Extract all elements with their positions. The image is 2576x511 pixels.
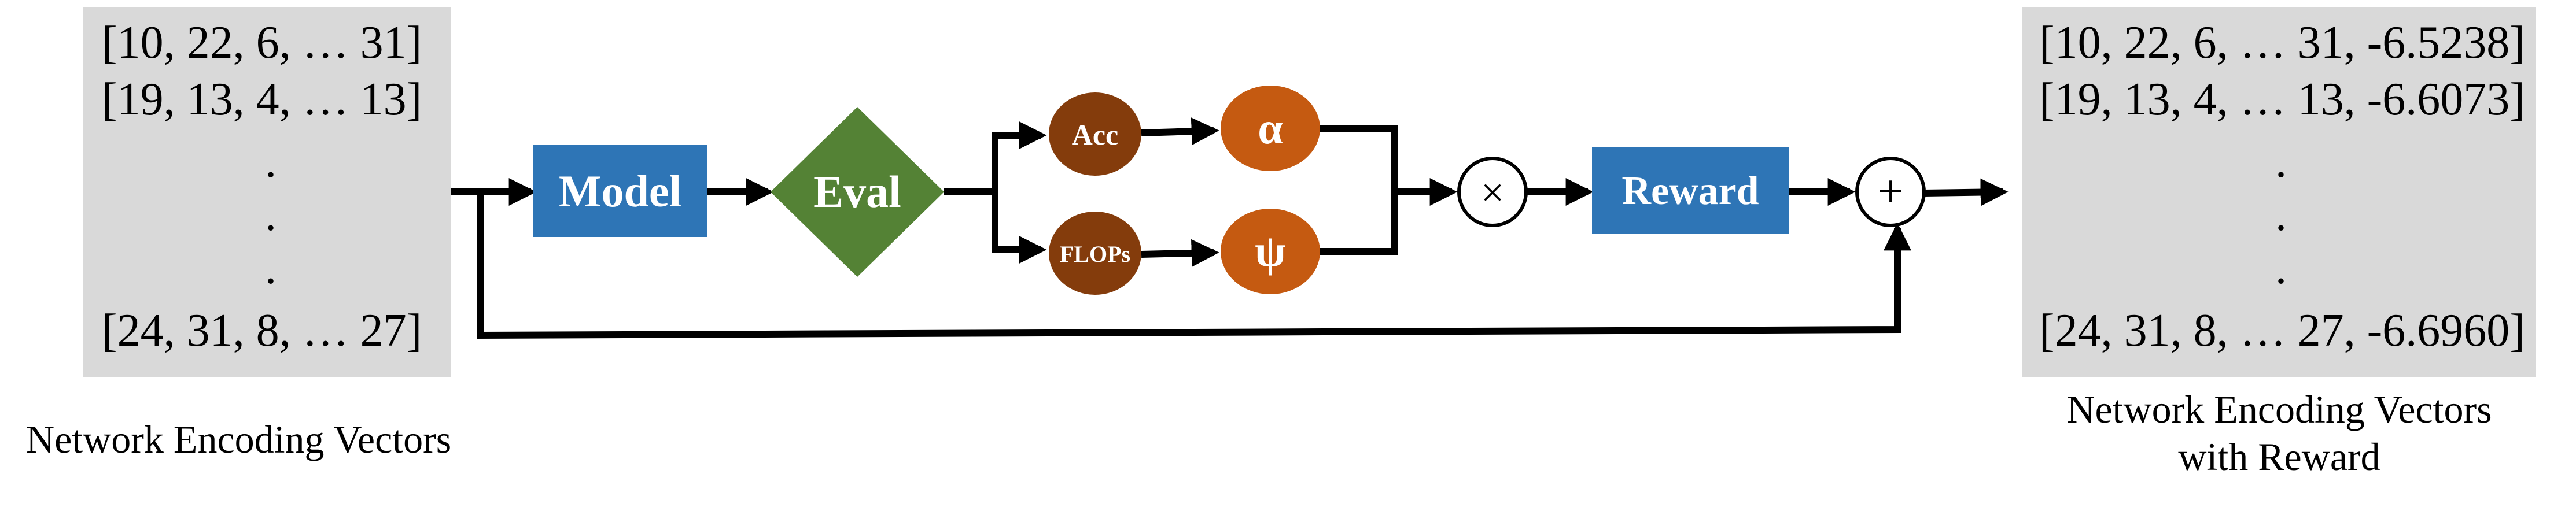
input-vector-row-last: [24, 31, 8, … 27] — [102, 305, 422, 356]
arrow-plus-to-output — [1923, 178, 2009, 206]
alpha-merge-line — [1320, 125, 1398, 192]
output-vector-row-1: [10, 22, 6, … 31, -6.5238] — [2039, 17, 2525, 68]
multiply-label: × — [1481, 169, 1505, 216]
eval-split-line-lower — [992, 192, 1047, 264]
alpha-node — [1221, 86, 1320, 171]
model-box — [533, 145, 707, 237]
psi-label: ψ — [1255, 225, 1286, 276]
alpha-label: α — [1258, 103, 1283, 153]
arrow-flops-to-psi — [1141, 239, 1219, 267]
input-vector-row-2: [19, 13, 4, … 13] — [102, 74, 422, 125]
reward-label: Reward — [1621, 169, 1759, 213]
model-label: Model — [559, 166, 681, 216]
output-vector-row-last: [24, 31, 8, … 27, -6.6960] — [2039, 305, 2525, 356]
psi-merge-line — [1320, 192, 1398, 255]
output-caption-line-1: Network Encoding Vectors — [2066, 387, 2492, 431]
output-ellipsis-dot-3: . — [2275, 243, 2287, 294]
reward-box — [1592, 147, 1789, 234]
acc-node — [1049, 92, 1141, 176]
output-ellipsis-dot-1: . — [2275, 136, 2287, 187]
eval-split-line — [944, 121, 1047, 195]
skip-connection-line — [477, 192, 1911, 339]
output-vectors-caption: Network Encoding Vectors with Reward — [2036, 386, 2522, 480]
flops-node — [1049, 212, 1141, 295]
input-ellipsis-dot-3: . — [265, 243, 277, 294]
input-vector-row-1: [10, 22, 6, … 31] — [102, 17, 422, 68]
flops-label: FLOPs — [1060, 241, 1130, 267]
input-ellipsis-dot-2: . — [265, 190, 277, 240]
output-ellipsis-dot-2: . — [2275, 190, 2287, 240]
input-vectors-box: [10, 22, 6, … 31] [19, 13, 4, … 13] . . … — [83, 7, 451, 377]
acc-label: Acc — [1072, 119, 1119, 151]
output-vector-row-2: [19, 13, 4, … 13, -6.6073] — [2039, 74, 2525, 125]
eval-diamond — [771, 107, 944, 277]
input-ellipsis-dot-1: . — [265, 136, 277, 187]
output-vectors-box: [10, 22, 6, … 31, -6.5238] [19, 13, 4, …… — [2022, 7, 2536, 377]
add-label: + — [1877, 166, 1903, 217]
eval-label: Eval — [813, 166, 901, 217]
psi-node — [1221, 209, 1320, 294]
arrow-acc-to-alpha — [1141, 117, 1219, 146]
input-vectors-caption: Network Encoding Vectors — [26, 417, 452, 461]
output-caption-line-2: with Reward — [2178, 434, 2380, 479]
